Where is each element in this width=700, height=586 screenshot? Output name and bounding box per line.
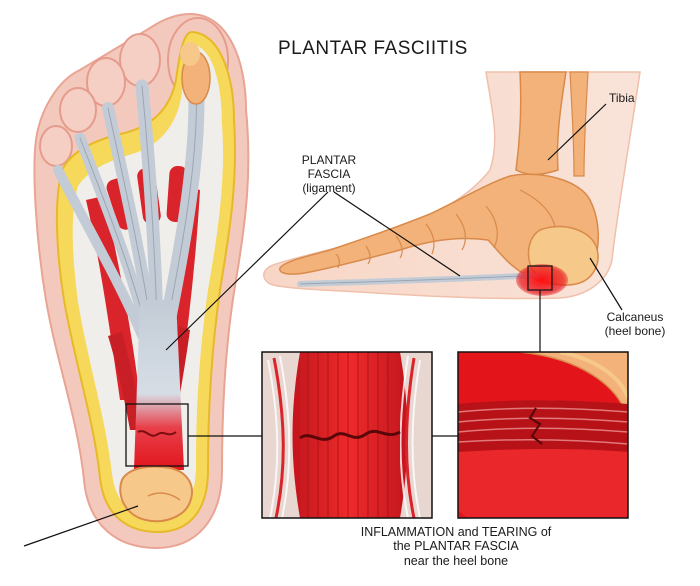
plantar-fascia-label-name: PLANTAR FASCIA <box>301 153 357 181</box>
diagram-title: PLANTAR FASCIITIS <box>278 38 468 59</box>
plantar-fascia-label-sub: (ligament) <box>302 180 356 195</box>
sole-tear <box>137 430 177 437</box>
sole-of-foot <box>23 12 262 550</box>
sole-fascia-trunk <box>134 300 184 470</box>
tibia-pointer-line <box>547 103 607 161</box>
plantar-fascia-label: PLANTAR FASCIA (ligament) <box>283 153 375 195</box>
caption-line-2: the PLANTAR FASCIA <box>393 539 519 554</box>
inflammation-glow <box>516 264 568 296</box>
inset-tear-crack <box>528 407 543 445</box>
calcaneus-pointer-line <box>589 257 623 311</box>
inset-inflammation-closeup <box>457 351 629 519</box>
heel-pointer-line <box>23 505 139 547</box>
fascia-pointer-line-1 <box>165 191 329 351</box>
inset-fascia-band <box>458 400 628 452</box>
calcaneus-label-sub: (heel bone) <box>604 323 666 338</box>
calcaneus-label-name: Calcaneus <box>606 310 664 324</box>
inset-tear-frame <box>261 351 433 519</box>
tear-line <box>299 429 401 441</box>
fascia-pointer-line-2 <box>333 191 461 277</box>
caption-line-3: near the heel bone <box>403 553 509 568</box>
sole-inset-box <box>125 403 189 467</box>
side-view-foot <box>165 71 641 352</box>
foot-bones <box>279 173 599 286</box>
inset-inflammation-frame <box>457 351 629 519</box>
tibia-label: Tibia <box>609 91 635 105</box>
caption: INFLAMMATION and TEARING of the PLANTAR … <box>326 525 586 568</box>
inset-tear-closeup <box>261 351 433 519</box>
calcaneus-label: Calcaneus (heel bone) <box>590 310 680 339</box>
caption-line-1: INFLAMMATION and TEARING of <box>360 525 552 539</box>
